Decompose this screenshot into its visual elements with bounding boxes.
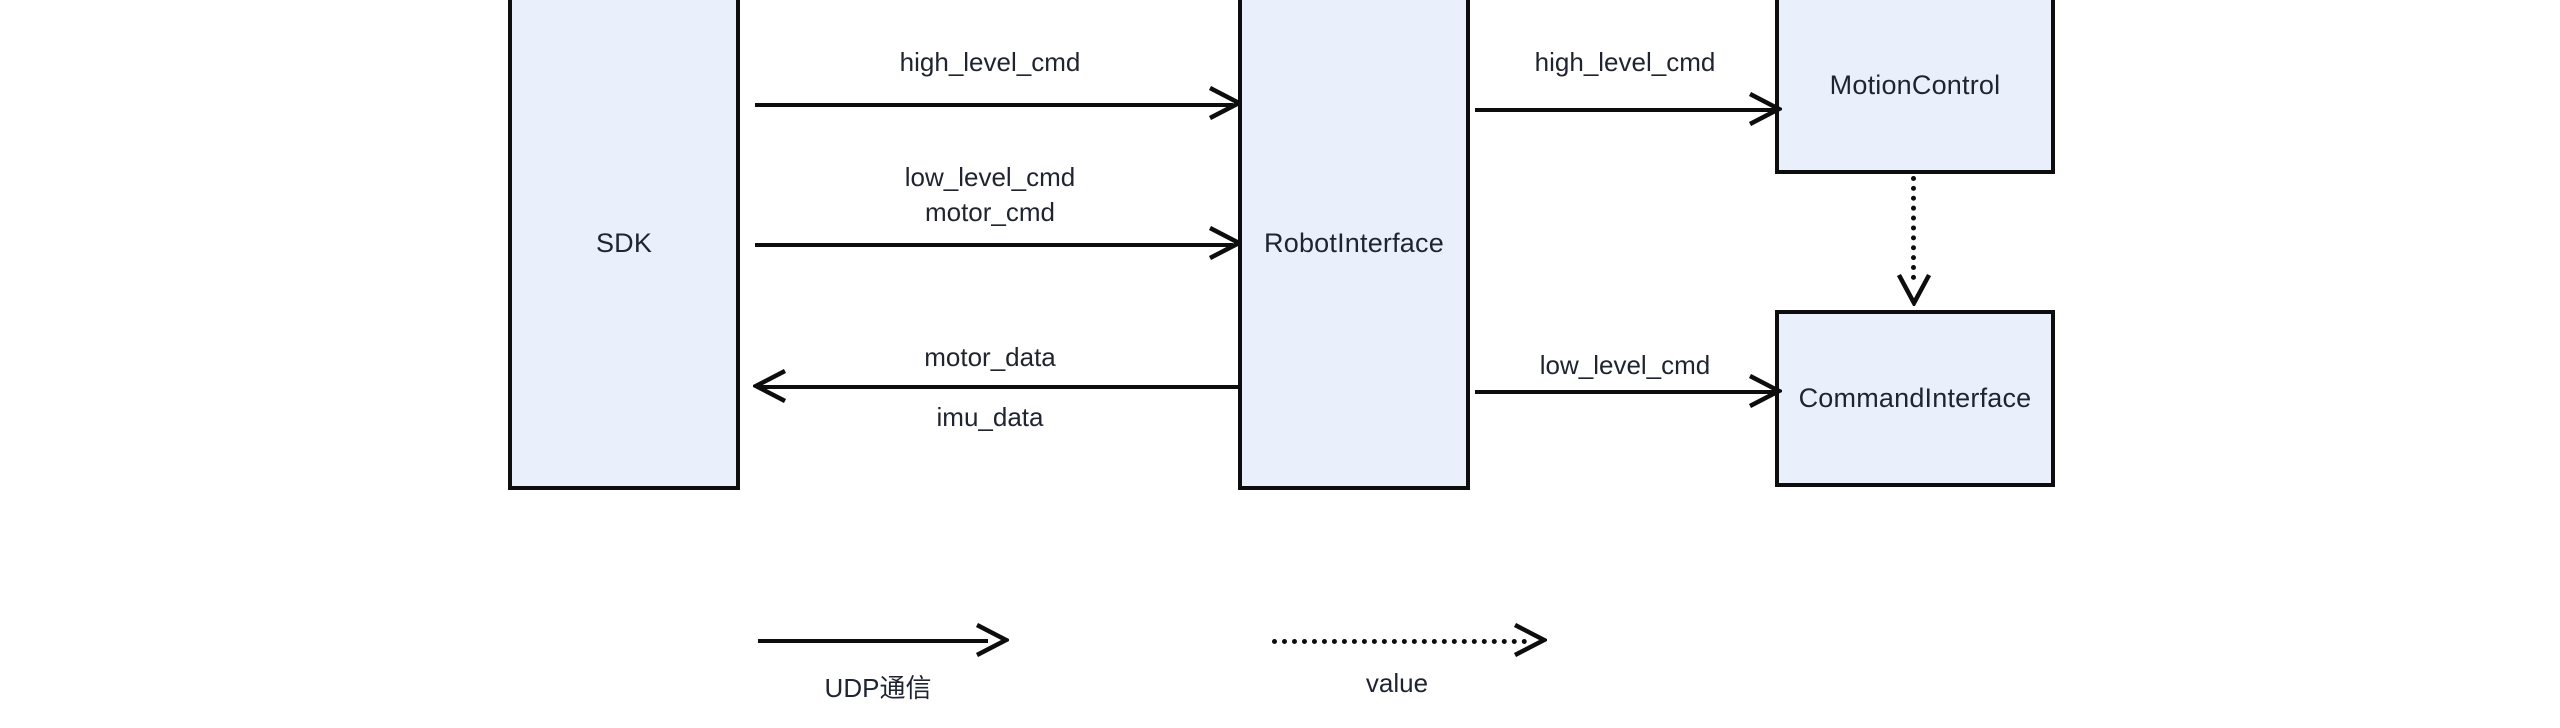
- node-motioncontrol-label: MotionControl: [1829, 69, 2001, 100]
- node-motioncontrol[interactable]: MotionControl: [1775, 0, 2055, 174]
- edge-label-sdk-to-ri-high: high_level_cmd: [899, 47, 1081, 77]
- edge-label-ri-to-mc-high: high_level_cmd: [1534, 47, 1716, 77]
- legend-solid-line: [758, 639, 988, 643]
- edge-line-ri-to-sdk-data: [760, 385, 1238, 389]
- legend-arrowhead-solid: [975, 623, 1009, 657]
- edge-line-ri-to-ci-low: [1475, 390, 1775, 394]
- edge-line-sdk-to-ri-high: [755, 103, 1233, 107]
- arrowhead-right-ri-to-mc-high: [1748, 92, 1782, 126]
- edge-line-mc-to-ci-dotted: [1911, 176, 1916, 280]
- node-sdk-label: SDK: [595, 227, 653, 258]
- arrowhead-down-mc-to-ci: [1897, 272, 1931, 306]
- node-commandinterface-label: CommandInterface: [1798, 383, 2032, 414]
- edge-label-sdk-to-ri-low-line1: low_level_cmd: [904, 162, 1076, 192]
- legend-dotted-line: [1272, 639, 1527, 644]
- arrowhead-left-ri-to-sdk-data: [753, 369, 787, 403]
- arrowhead-right-sdk-to-ri-low: [1208, 226, 1242, 260]
- edge-line-ri-to-mc-high: [1475, 108, 1775, 112]
- node-robotinterface-label: RobotInterface: [1264, 227, 1444, 258]
- edge-label-ri-to-sdk-motor-data: motor_data: [924, 342, 1056, 372]
- legend-value-label: value: [1365, 668, 1429, 698]
- arrowhead-right-ri-to-ci-low: [1748, 374, 1782, 408]
- edge-label-sdk-to-ri-low-line2: motor_cmd: [924, 197, 1056, 228]
- node-commandinterface[interactable]: CommandInterface: [1775, 310, 2055, 487]
- edge-label-sdk-to-ri-low: low_level_cmd motor_cmd: [760, 160, 1220, 230]
- arrowhead-right-sdk-to-ri-high: [1208, 86, 1242, 120]
- edge-label-ri-to-ci-low: low_level_cmd: [1539, 350, 1711, 380]
- node-robotinterface[interactable]: RobotInterface: [1238, 0, 1470, 490]
- node-sdk[interactable]: SDK: [508, 0, 740, 490]
- legend-udp-label: UDP通信: [824, 673, 932, 703]
- legend-arrowhead-dotted: [1513, 623, 1547, 657]
- edge-label-ri-to-sdk-imu-data: imu_data: [936, 402, 1044, 432]
- edge-line-sdk-to-ri-low: [755, 243, 1233, 247]
